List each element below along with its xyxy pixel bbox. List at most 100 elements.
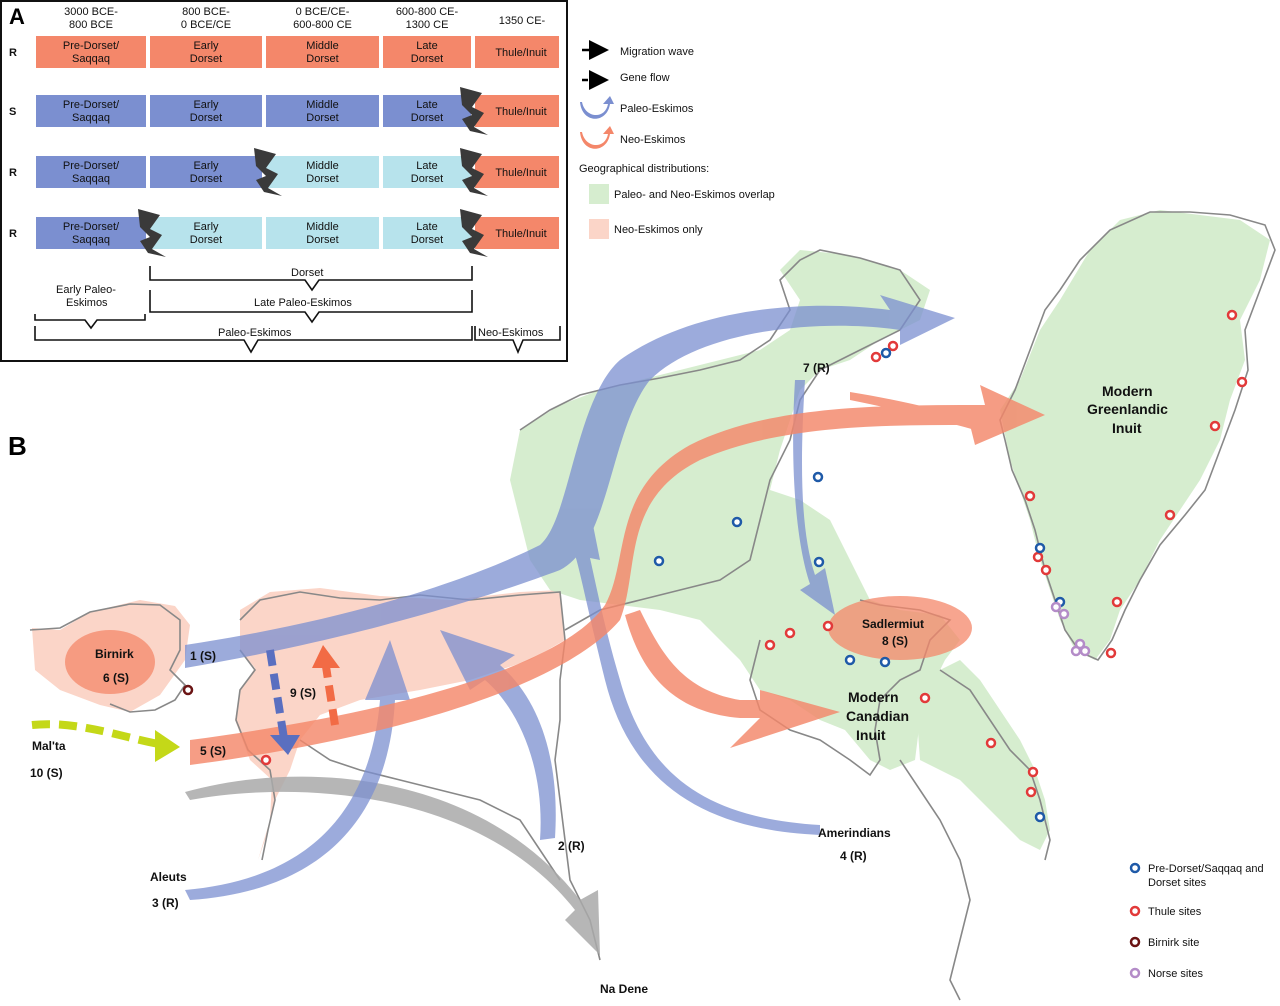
- region-labrador: [915, 660, 1050, 850]
- coast-aleutian: [299, 739, 561, 881]
- legend-thule-label: Thule sites: [1148, 906, 1202, 918]
- legend-paleo-icon: [580, 96, 614, 119]
- timeline-cell: [383, 156, 471, 188]
- timeline-cell: [475, 217, 559, 249]
- coast-labrador: [899, 759, 971, 1001]
- timeline-cell: [475, 95, 559, 127]
- legend-birnirk-marker: [1129, 936, 1141, 948]
- label-amerindians-code: 4 (R): [840, 849, 867, 863]
- thule-site-marker: [985, 737, 997, 749]
- timeline-cell-label-line2: Dorset: [190, 234, 222, 246]
- timeline-cell-label-line1: Middle: [306, 221, 338, 233]
- legend-norse-marker: [1129, 967, 1141, 979]
- legend-overlap-swatch: [589, 184, 609, 204]
- gene-flow-malta: [31, 720, 166, 749]
- bracket-early-pe-label-2: Eskimos: [66, 297, 108, 309]
- label-sadlermiut: Sadlermiut: [862, 617, 924, 631]
- label-modern-canadian-3: Inuit: [856, 727, 886, 743]
- timeline-cell-label: Thule/Inuit: [495, 228, 546, 240]
- thule-site-marker: [870, 351, 882, 363]
- timeline-cell-label-line2: Dorset: [306, 234, 338, 246]
- thule-site-marker: [1226, 309, 1238, 321]
- lightning-bolt-icon: [460, 148, 488, 196]
- dorset-site-marker: [880, 347, 892, 359]
- timeline-cell-label-line2: Saqqaq: [72, 112, 110, 124]
- bracket-early-pe: [34, 314, 146, 330]
- timeline-cell-label-line2: Dorset: [411, 173, 443, 185]
- legend-dorset-label-2: Dorset sites: [1148, 877, 1207, 889]
- brackets: [34, 266, 561, 355]
- legend-gene-label: Gene flow: [620, 72, 670, 84]
- gene-flow-blue: [266, 649, 289, 746]
- gene-flow-orange: [321, 659, 339, 726]
- legend-paleo-label: Paleo-Eskimos: [620, 103, 694, 115]
- label-nadene: Na Dene: [600, 982, 648, 996]
- label-wave-1: 1 (S): [190, 649, 216, 663]
- label-wave-2: 2 (R): [558, 839, 585, 853]
- gene-flow-malta-head: [155, 730, 180, 762]
- bracket-late-pe-label: Late Paleo-Eskimos: [254, 297, 352, 309]
- sadlermiut-ellipse: [828, 596, 972, 660]
- gray-arrow-nadene: [185, 776, 600, 955]
- legend-norse-label: Norse sites: [1148, 968, 1204, 980]
- period-header-line1: 0 BCE/CE-: [296, 6, 350, 18]
- dorset-site-marker: [1034, 542, 1046, 554]
- timeline-cell-label-line1: Late: [416, 221, 437, 233]
- label-amerindians: Amerindians: [818, 826, 891, 840]
- timeline-cell-label-line1: Early: [193, 221, 219, 233]
- thule-site-marker: [1024, 490, 1036, 502]
- dorset-site-marker: [813, 556, 825, 568]
- legend-dorset-marker: [1129, 862, 1141, 874]
- legend-neo-icon: [580, 126, 614, 149]
- thule-site-marker: [1164, 509, 1176, 521]
- legend-neo-only-label: Neo-Eskimos only: [614, 224, 703, 236]
- panel-b-letter: B: [8, 431, 27, 461]
- timeline-cell: [383, 36, 471, 68]
- label-modern-greenlandic-1: Modern: [1102, 383, 1153, 399]
- legend-migration-label: Migration wave: [620, 46, 694, 58]
- lightning-bolt-icon: [460, 209, 488, 257]
- timeline-cell-label-line1: Late: [416, 160, 437, 172]
- timeline-cell-label-line1: Middle: [306, 99, 338, 111]
- legend-geo-heading: Geographical distributions:: [579, 163, 709, 175]
- period-header-line2: 600-800 CE: [293, 19, 352, 31]
- gene-flow-arrows: [31, 645, 340, 762]
- bracket-early-pe-label-1: Early Paleo-: [56, 284, 116, 296]
- period-header-line1: 3000 BCE-: [64, 6, 118, 18]
- paleo-arrow-1: [185, 295, 955, 668]
- label-malta-code: 10 (S): [30, 766, 63, 780]
- timeline-cell-label-line2: Dorset: [306, 173, 338, 185]
- row-code: R: [9, 167, 17, 179]
- paleo-arrow-amerindians: [560, 510, 820, 835]
- norse-site-marker: [1079, 645, 1091, 657]
- timeline-cell-label-line1: Pre-Dorset/: [63, 160, 120, 172]
- timeline-cell: [150, 95, 262, 127]
- thule-site-marker: [887, 340, 899, 352]
- legend-overlap-label: Paleo- and Neo-Eskimos overlap: [614, 189, 775, 201]
- timeline-cell: [383, 217, 471, 249]
- label-sadlermiut-code: 8 (S): [882, 634, 908, 648]
- thule-site-marker: [1032, 551, 1044, 563]
- timeline-cell-label-line2: Saqqaq: [72, 173, 110, 185]
- timeline-cell: [475, 156, 559, 188]
- site-markers: [182, 309, 1248, 823]
- neo-arrow-branch-greenland: [850, 392, 975, 430]
- label-wave-5: 5 (S): [200, 744, 226, 758]
- neo-arrows: [190, 385, 1045, 765]
- timeline-cell: [266, 217, 379, 249]
- thule-site-marker: [1111, 596, 1123, 608]
- bracket-paleo: [34, 326, 473, 354]
- timeline-cell-label-line1: Late: [416, 40, 437, 52]
- timeline-cell-label-line2: Saqqaq: [72, 53, 110, 65]
- gene-flow-blue-head: [270, 735, 300, 755]
- period-header-line1: 600-800 CE-: [396, 6, 459, 18]
- timeline-cell-label: Thule/Inuit: [495, 47, 546, 59]
- thule-site-marker: [1236, 376, 1248, 388]
- bracket-late-pe: [149, 290, 473, 324]
- timeline-cell-label-line2: Dorset: [411, 234, 443, 246]
- label-aleuts: Aleuts: [150, 870, 187, 884]
- coast-canada-arctic: [519, 249, 921, 631]
- timeline-cell-label-line2: Saqqaq: [72, 234, 110, 246]
- birnirk-ellipse: [65, 630, 155, 694]
